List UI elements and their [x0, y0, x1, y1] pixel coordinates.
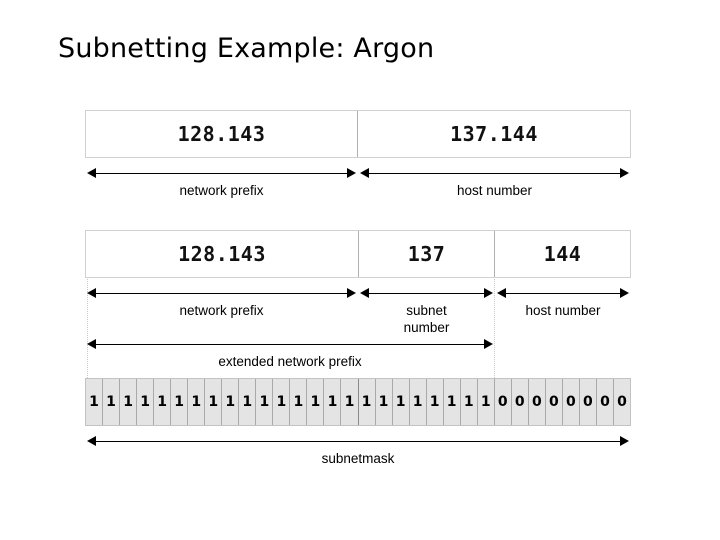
- arrow-shaft: [367, 173, 622, 174]
- arrow-head-left-icon: [360, 288, 369, 298]
- subnetting-diagram: 128.143 137.144 network prefix host numb…: [85, 110, 631, 475]
- subnetmask-bit: 1: [273, 379, 291, 425]
- arrow-head-left-icon: [87, 436, 96, 446]
- label-network-prefix-row1: network prefix: [179, 183, 264, 198]
- arrow-head-left-icon: [87, 288, 96, 298]
- subnetmask-bit: 1: [376, 379, 393, 425]
- arrow-head-left-icon: [87, 168, 96, 178]
- subnetmask-bit: 0: [546, 379, 563, 425]
- arrow-head-right-icon: [484, 339, 493, 349]
- subnetmask-bit: 0: [529, 379, 546, 425]
- label-host-number-row1: host number: [456, 183, 533, 198]
- label-network-prefix-row2: network prefix: [179, 303, 264, 318]
- subnetmask-bit: 1: [359, 379, 376, 425]
- subnetmask-bit: 1: [205, 379, 223, 425]
- arrow-shaft: [94, 441, 622, 442]
- arrow-head-right-icon: [347, 168, 356, 178]
- arrow-head-right-icon: [484, 288, 493, 298]
- subnetmask-bit: 1: [256, 379, 274, 425]
- subnetmask-bit: 1: [137, 379, 155, 425]
- label-host-number-row2: host number: [525, 303, 601, 318]
- address-cell-subnet-number: 137: [359, 231, 495, 277]
- arrow-head-right-icon: [620, 436, 629, 446]
- subnetmask-bit: 1: [239, 379, 257, 425]
- arrow-head-left-icon: [497, 288, 506, 298]
- arrow-shaft: [367, 293, 486, 294]
- measure-extended-network-prefix: [87, 338, 493, 351]
- arrow-head-right-icon: [620, 168, 629, 178]
- arrow-head-left-icon: [87, 339, 96, 349]
- address-row-unsubnetted: 128.143 137.144: [85, 110, 631, 158]
- subnetmask-bit: 0: [563, 379, 580, 425]
- subnetmask-bit: 1: [86, 379, 104, 425]
- subnetmask-bit: 1: [307, 379, 325, 425]
- subnetmask-bit: 1: [393, 379, 410, 425]
- label-subnetmask: subnetmask: [321, 451, 395, 466]
- subnetmask-bit: 0: [597, 379, 614, 425]
- subnetmask-bit: 1: [478, 379, 495, 425]
- measure-network-prefix-row2: [87, 287, 356, 300]
- subnetmask-bit: 1: [290, 379, 308, 425]
- subnetmask-bit: 1: [461, 379, 478, 425]
- arrow-shaft: [94, 344, 486, 345]
- subnetmask-bit: 1: [427, 379, 444, 425]
- subnetmask-bit: 1: [188, 379, 206, 425]
- guide-line-subnet: [494, 230, 495, 378]
- label-subnet-number-line1: subnet: [406, 303, 447, 318]
- measure-host-number-row1: [360, 167, 629, 180]
- subnetmask-bit: 1: [103, 379, 121, 425]
- subnetmask-bit: 0: [617, 394, 627, 410]
- arrow-shaft: [94, 293, 349, 294]
- subnetmask-bit: 1: [171, 379, 189, 425]
- subnetmask-bit: 1: [444, 379, 461, 425]
- measure-host-number-row2: [497, 287, 629, 300]
- page-title: Subnetting Example: Argon: [58, 33, 435, 64]
- subnetmask-bit: 0: [512, 379, 529, 425]
- measure-network-prefix-row1: [87, 167, 356, 180]
- label-extended-network-prefix: extended network prefix: [218, 354, 362, 369]
- measure-subnetmask: [87, 435, 629, 448]
- subnetmask-bit: 1: [324, 379, 342, 425]
- subnetmask-bit: 1: [410, 379, 427, 425]
- subnetmask-bit: 1: [120, 379, 138, 425]
- arrow-head-right-icon: [620, 288, 629, 298]
- label-subnet-number-row2: subnet number: [360, 302, 493, 336]
- subnetmask-bit: 1: [341, 379, 359, 425]
- label-subnet-number-line2: number: [403, 320, 450, 335]
- measure-subnet-number-row2: [360, 287, 493, 300]
- subnetmask-bit: 0: [580, 379, 597, 425]
- arrow-head-left-icon: [360, 168, 369, 178]
- subnetmask-bit: 0: [495, 379, 512, 425]
- address-cell-host-number: 137.144: [450, 122, 538, 146]
- arrow-head-right-icon: [347, 288, 356, 298]
- subnetmask-bit: 1: [222, 379, 240, 425]
- address-cell-host-number: 144: [543, 242, 582, 266]
- arrow-shaft: [94, 173, 349, 174]
- subnetmask-bit: 1: [154, 379, 172, 425]
- address-row-subnetted: 128.143 137 144: [85, 230, 631, 278]
- arrow-shaft: [504, 293, 622, 294]
- address-cell-network-prefix: 128.143: [86, 111, 358, 157]
- address-cell-network-prefix: 128.143: [86, 231, 359, 277]
- guide-line-left: [87, 230, 88, 378]
